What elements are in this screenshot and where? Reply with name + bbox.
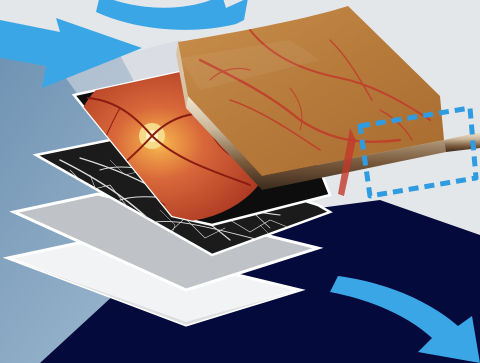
illustration-canvas xyxy=(0,0,480,363)
retina-layers-illustration xyxy=(0,0,480,363)
